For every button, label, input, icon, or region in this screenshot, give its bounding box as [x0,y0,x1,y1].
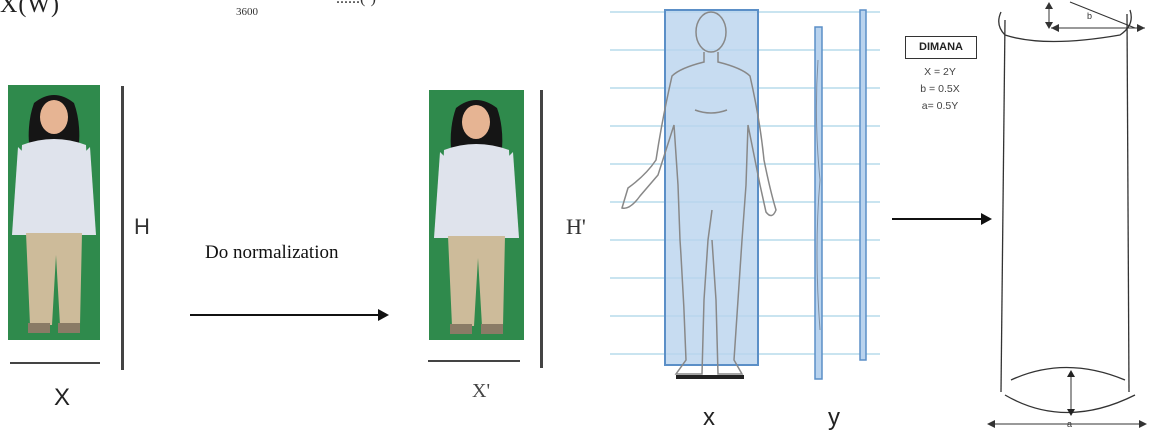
normalized-height-label: H' [566,214,586,240]
formula-fragment: X(W) [0,0,60,19]
height-indicator-line [121,86,124,370]
dimana-title: DIMANA [905,36,977,59]
person-figure [8,85,100,340]
normalization-arrow-shaft [190,314,380,316]
normalized-photo [429,90,524,340]
body-width-label: x [703,404,715,432]
normalized-height-indicator-line [540,90,543,368]
original-photo [8,85,100,340]
cylinder-top-label: b [1087,11,1092,21]
normalized-width-label: X' [472,380,490,403]
formula-denominator: 3600 [236,6,258,18]
dimana-line-2: b = 0.5X [900,83,980,95]
body-model-diagram [600,0,885,400]
dimana-line-3: a= 0.5Y [900,100,980,112]
formula-equation-number: ......(·) [336,0,376,8]
cylinder-model [985,0,1151,430]
width-label: X [54,384,70,412]
width-indicator-line [10,362,100,364]
arrow-right-icon [378,309,389,321]
cylinder-bottom-label: a [1067,419,1072,429]
normalization-label: Do normalization [205,242,339,264]
dimana-line-1: X = 2Y [900,66,980,78]
height-label: H [134,214,150,240]
person-figure-normalized [429,90,524,340]
normalized-width-indicator-line [428,360,520,362]
model-arrow-shaft [892,218,982,220]
body-depth-label: y [828,404,840,432]
